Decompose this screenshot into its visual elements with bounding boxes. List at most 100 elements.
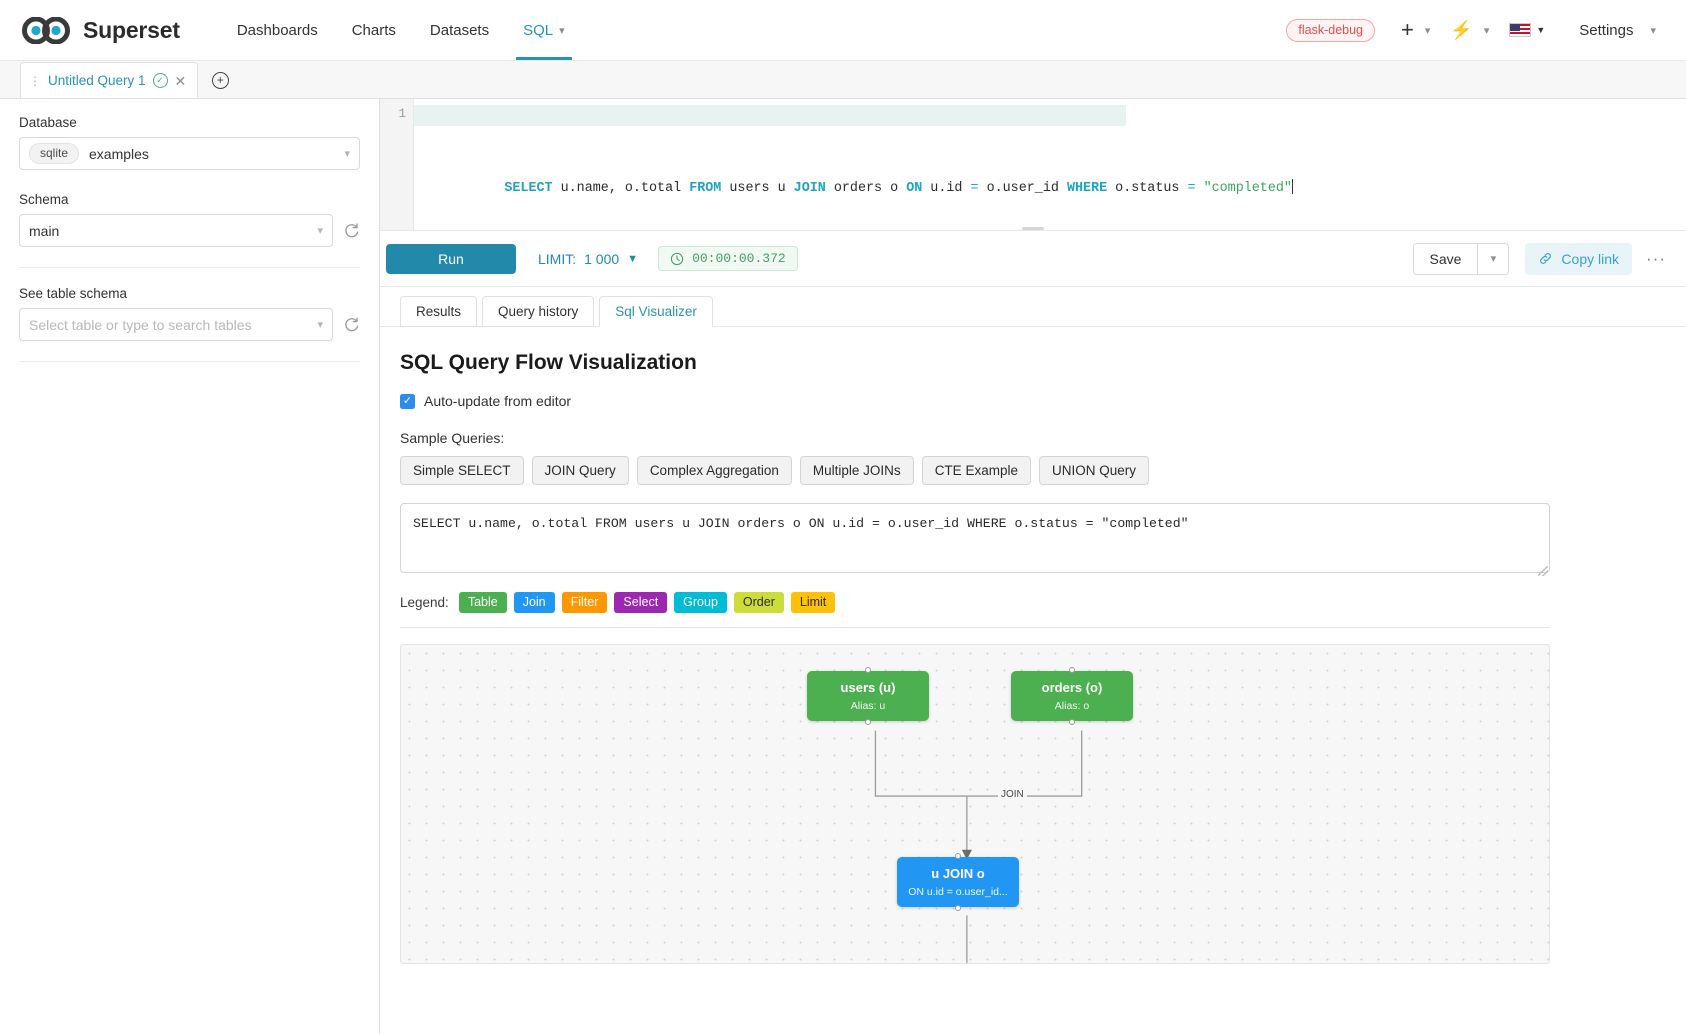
sample-queries-row: Simple SELECT JOIN Query Complex Aggrega…: [400, 456, 1550, 485]
node-handle-bottom[interactable]: [1069, 719, 1075, 725]
us-flag-icon: [1509, 23, 1532, 37]
table-schema-label: See table schema: [19, 286, 128, 301]
nav-link-dashboards-label: Dashboards: [236, 21, 318, 39]
text-cursor: [1291, 179, 1293, 194]
chevron-down-icon: ▾: [1483, 24, 1490, 37]
table-search-input[interactable]: Select table or type to search tables ▾: [19, 308, 333, 341]
sample-queries-label: Sample Queries:: [400, 430, 505, 446]
schema-select[interactable]: main ▾: [19, 214, 333, 247]
infinity-logo-icon: [22, 16, 70, 44]
query-timer-value: 00:00:00.372: [692, 251, 786, 266]
sql-editor[interactable]: 1 SELECT u.name, o.total FROM users u JO…: [380, 99, 1686, 231]
tab-sql-visualizer-label: Sql Visualizer: [615, 304, 697, 319]
node-orders-title: orders (o): [1041, 680, 1103, 696]
node-join-subtitle: ON u.id = o.user_id...: [908, 885, 1008, 898]
sql-input-wrapper: [400, 503, 1550, 578]
tab-query-history[interactable]: Query history: [482, 296, 595, 327]
limit-value: 1 000: [584, 250, 620, 267]
top-navbar: Superset Dashboards Charts Datasets SQL …: [0, 0, 1686, 61]
database-select[interactable]: sqlite examples ▾: [19, 137, 360, 170]
node-handle-bottom[interactable]: [865, 719, 871, 725]
sql-query-textarea[interactable]: [400, 503, 1550, 573]
editor-line-number: 1: [398, 107, 406, 121]
nav-link-sql[interactable]: SQL ▾: [506, 0, 582, 60]
more-options-button[interactable]: ···: [1646, 248, 1666, 268]
node-handle-top[interactable]: [955, 853, 961, 859]
chevron-down-icon: ▾: [317, 319, 323, 331]
legend-badge-limit: Limit: [790, 592, 836, 613]
settings-menu-button[interactable]: Settings ▾: [1557, 22, 1664, 39]
legend-badge-order: Order: [733, 592, 784, 613]
navbar-right: flask-debug + ▾ ⚡ ▾ ▼ Settings ▾: [1286, 18, 1686, 42]
flow-canvas[interactable]: users (u) Alias: u orders (o) Alias: o J…: [400, 644, 1550, 964]
sample-button-simple-select[interactable]: Simple SELECT: [400, 456, 524, 485]
flask-debug-badge: flask-debug: [1286, 18, 1375, 42]
sample-button-complex-aggregation[interactable]: Complex Aggregation: [636, 456, 792, 485]
limit-dropdown[interactable]: LIMIT: 1 000 ▼: [538, 251, 638, 267]
nav-link-dashboards[interactable]: Dashboards: [220, 0, 335, 60]
nav-link-charts[interactable]: Charts: [335, 0, 413, 60]
legend-label: Legend:: [400, 595, 449, 610]
edge-label-join: JOIN: [998, 789, 1027, 800]
toolbar-right: Save ▾ Copy link ···: [1412, 242, 1667, 275]
close-icon[interactable]: ✕: [174, 72, 187, 89]
chevron-down-icon: ▾: [1490, 253, 1497, 265]
check-circle-icon: ✓: [152, 73, 168, 88]
tab-results[interactable]: Results: [400, 296, 478, 327]
plus-circle-icon: +: [211, 71, 229, 89]
schema-row: main ▾: [19, 214, 360, 247]
refresh-icon[interactable]: [343, 222, 360, 239]
brand[interactable]: Superset: [0, 16, 180, 44]
new-menu-button[interactable]: + ▾: [1393, 19, 1438, 41]
schema-label: Schema: [19, 192, 69, 207]
add-query-tab-button[interactable]: +: [198, 62, 243, 98]
nav-link-datasets[interactable]: Datasets: [413, 0, 506, 60]
panel-divider-2: [19, 361, 360, 362]
nav-link-datasets-label: Datasets: [429, 21, 490, 39]
copy-link-button[interactable]: Copy link: [1525, 242, 1633, 275]
table-schema-row: Select table or type to search tables ▾: [19, 308, 360, 341]
sample-button-union-query[interactable]: UNION Query: [1038, 456, 1149, 485]
sample-button-cte-example[interactable]: CTE Example: [921, 456, 1031, 485]
active-line-highlight: [414, 105, 1126, 126]
auto-update-checkbox[interactable]: ✓: [400, 393, 415, 409]
node-orders-subtitle: Alias: o: [1054, 699, 1090, 712]
editor-code-line: SELECT u.name, o.total FROM users u JOIN…: [504, 179, 1293, 196]
node-orders[interactable]: orders (o) Alias: o: [1011, 667, 1133, 725]
database-engine-pill: sqlite: [29, 143, 80, 164]
query-timer-badge: 00:00:00.372: [658, 246, 798, 271]
right-panel: 1 SELECT u.name, o.total FROM users u JO…: [380, 99, 1686, 1034]
tab-sql-visualizer[interactable]: Sql Visualizer: [599, 296, 713, 327]
tab-query-history-label: Query history: [498, 304, 579, 319]
node-handle-bottom[interactable]: [955, 905, 961, 911]
settings-label: Settings: [1579, 21, 1634, 39]
legend: Legend: Table Join Filter Select Group O…: [400, 592, 1550, 628]
language-menu-button[interactable]: ▼: [1501, 23, 1553, 37]
chevron-down-icon: ▾: [317, 225, 323, 237]
textarea-resize-handle[interactable]: [1538, 566, 1548, 576]
node-join[interactable]: u JOIN o ON u.id = o.user_id...: [897, 853, 1019, 911]
database-value: examples: [89, 145, 149, 162]
node-handle-top[interactable]: [1069, 667, 1075, 673]
caret-down-icon: ▼: [1536, 25, 1546, 35]
sample-button-join-query[interactable]: JOIN Query: [531, 456, 629, 485]
editor-gutter: 1: [380, 99, 414, 230]
query-tab-untitled-query-1[interactable]: ⋮ Untitled Query 1 ✓ ✕: [20, 62, 199, 98]
drag-handle-icon[interactable]: ⋮: [29, 73, 41, 88]
sample-button-multiple-joins[interactable]: Multiple JOINs: [799, 456, 914, 485]
refresh-icon[interactable]: [343, 316, 360, 333]
save-button-group: Save ▾: [1412, 242, 1510, 275]
editor-code-area[interactable]: SELECT u.name, o.total FROM users u JOIN…: [414, 99, 1686, 230]
panel-divider: [19, 267, 360, 268]
node-users[interactable]: users (u) Alias: u: [807, 667, 929, 725]
legend-badge-table: Table: [458, 592, 507, 613]
chevron-down-icon: ▾: [1650, 24, 1656, 37]
table-search-placeholder: Select table or type to search tables: [29, 316, 252, 333]
bolt-menu-button[interactable]: ⚡ ▾: [1442, 21, 1497, 39]
node-handle-top[interactable]: [865, 667, 871, 673]
save-dropdown-button[interactable]: ▾: [1478, 242, 1510, 275]
save-button[interactable]: Save: [1412, 242, 1479, 275]
resize-grip[interactable]: [1022, 227, 1044, 230]
database-label: Database: [19, 115, 77, 130]
run-button[interactable]: Run: [386, 243, 516, 274]
